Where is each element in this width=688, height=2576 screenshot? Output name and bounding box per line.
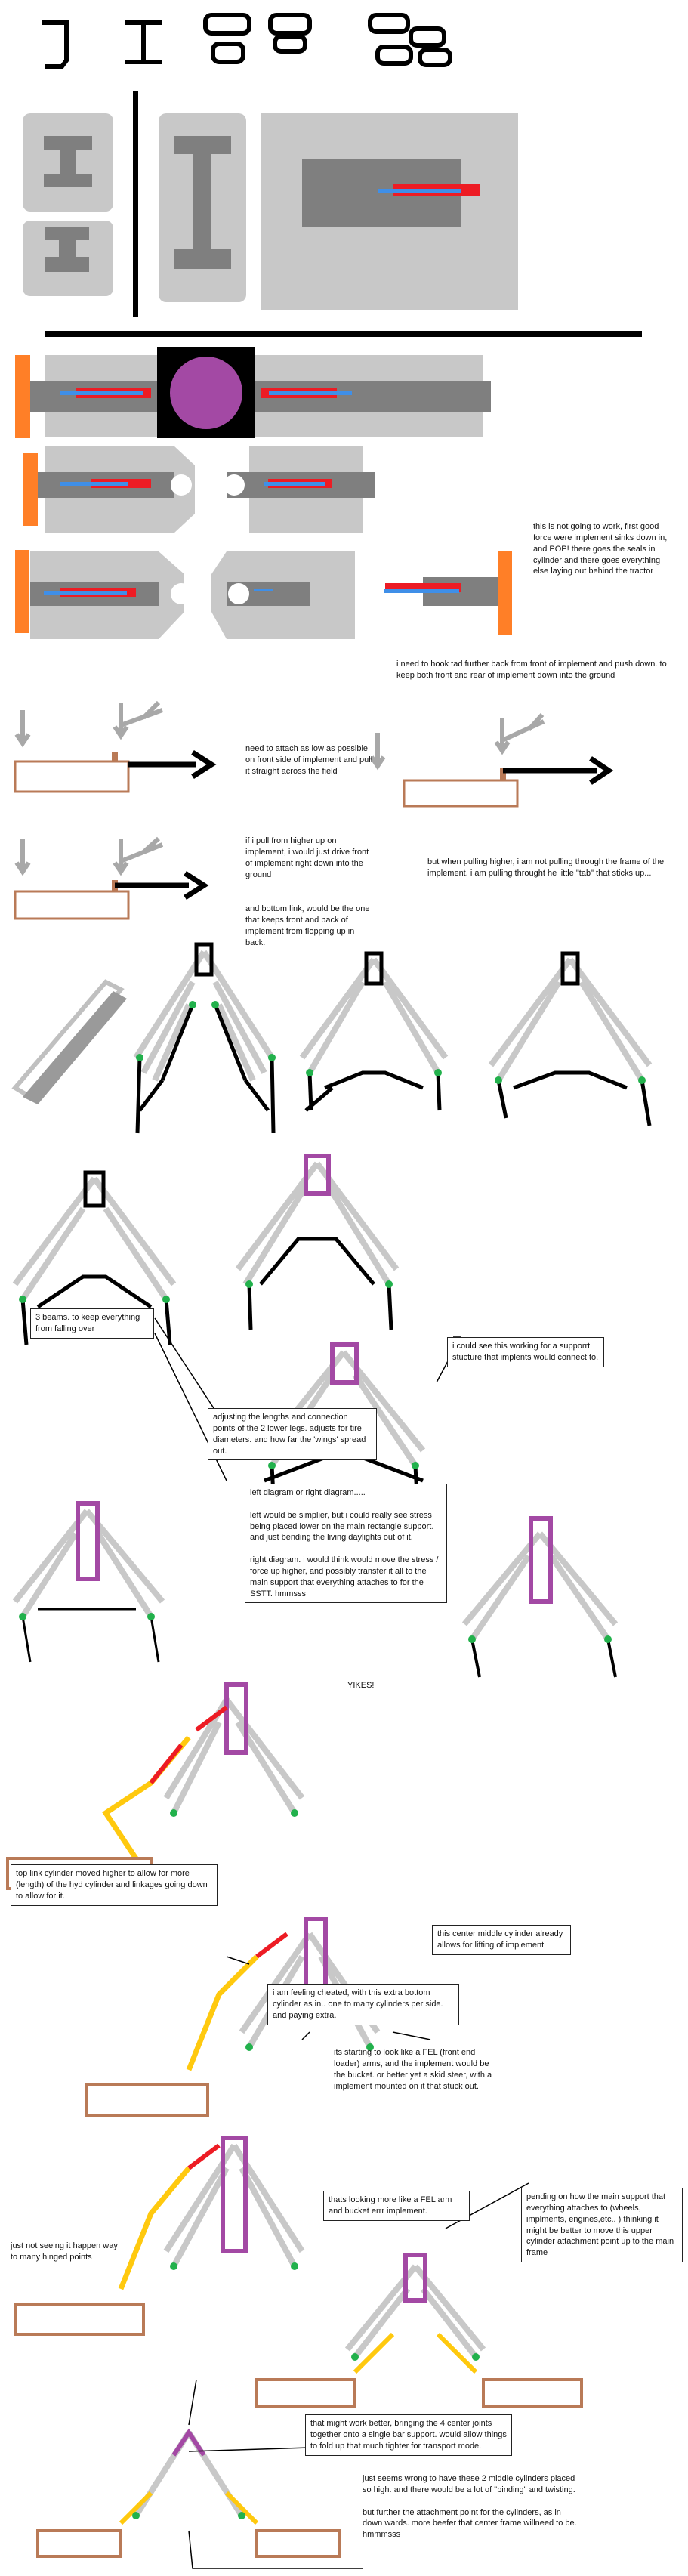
wing-frame-g	[12, 1501, 165, 1663]
orange-plate-4	[498, 551, 512, 635]
callout-lines-2	[226, 1956, 431, 2040]
profile-box-3	[268, 13, 312, 36]
wing-frame-c	[488, 951, 653, 1126]
note-cheated: i am feeling cheated, with this extra bo…	[267, 1984, 459, 2025]
wing-frames-row-2	[12, 1154, 400, 1345]
tractor-linkage-1	[6, 1682, 305, 1890]
purple-disc-1	[170, 357, 242, 429]
profile-box-8	[418, 48, 452, 67]
wing-frame-d	[12, 1170, 177, 1345]
note-left-right: left diagram or right diagram..... left …	[245, 1484, 447, 1604]
implement-sketches	[14, 700, 614, 920]
profile-hook	[42, 20, 69, 69]
note-center-middle: this center middle cylinder already allo…	[432, 1925, 571, 1955]
center-divider	[133, 91, 138, 317]
note-pop: this is not going to work, first good fo…	[533, 522, 668, 576]
wing-frame-h	[461, 1516, 619, 1678]
profile-box-1	[203, 13, 251, 36]
orange-plate-3	[15, 550, 29, 633]
note-three-beams: 3 beams. to keep everything from falling…	[30, 1308, 154, 1339]
note-top-link: top link cylinder moved higher to allow …	[11, 1864, 218, 1906]
beam-left-top	[44, 136, 92, 187]
beam-left-bottom	[45, 227, 89, 272]
profile-box-4	[273, 34, 307, 54]
joint-dots	[19, 1001, 646, 2519]
profile-box-6	[409, 26, 446, 48]
tractor-linkage-5	[36, 2428, 341, 2558]
profile-box-5	[368, 13, 410, 34]
tractor-linkage-3	[14, 2136, 305, 2336]
profile-box-2	[211, 42, 245, 64]
callout-lines-3	[188, 2182, 529, 2569]
profile-shapes-row	[42, 13, 452, 69]
wing-frame-b	[299, 951, 449, 1112]
note-attach-low: need to attach as low as possible on fro…	[245, 744, 373, 776]
note-adjusting: adjusting the lengths and connection poi…	[208, 1408, 377, 1461]
note-bottom-link: and bottom link, would be the one that k…	[245, 904, 370, 947]
block-diagrams-row	[23, 91, 518, 317]
note-yikes: YIKES!	[347, 1681, 375, 1690]
orange-plate-1	[15, 355, 30, 438]
note-pending: pending on how the main support that eve…	[521, 2188, 683, 2263]
wing-frame-a	[133, 942, 276, 1134]
beam-middle	[174, 136, 231, 269]
note-support-structure: i could see this working for a supporrt …	[447, 1337, 604, 1367]
wing-frames-row	[11, 942, 653, 1134]
note-pulling-higher: but when pulling higher, i am not pullin…	[427, 857, 665, 878]
cylinder-assemblies	[15, 347, 512, 639]
section-divider	[45, 331, 642, 337]
note-four-center: that might work better, bringing the 4 c…	[305, 2414, 512, 2456]
wing-frame-e	[235, 1154, 400, 1330]
note-fel: its starting to look like a FEL (front e…	[334, 2048, 492, 2091]
implement-3	[14, 836, 209, 920]
tractor-linkage-2	[85, 1917, 381, 2117]
implement-1	[14, 700, 217, 793]
note-hook-back: i need to hook tad further back from fro…	[396, 659, 667, 680]
folded-bars	[11, 979, 127, 1104]
note-fel-arm: thats looking more like a FEL arm and bu…	[323, 2191, 470, 2221]
profile-box-7	[375, 45, 413, 66]
profile-i-beam	[125, 20, 162, 64]
orange-plate-2	[23, 453, 38, 526]
note-pull-higher: if i pull from higher up on implement, i…	[245, 836, 369, 879]
note-wrong: just seems wrong to have these 2 middle …	[363, 2474, 577, 2540]
cylinder-blue	[378, 189, 461, 193]
note-not-seeing: just not seeing it happen way to many hi…	[11, 2241, 118, 2262]
tractor-linkage-4	[255, 2253, 583, 2408]
implement-2	[369, 712, 614, 808]
